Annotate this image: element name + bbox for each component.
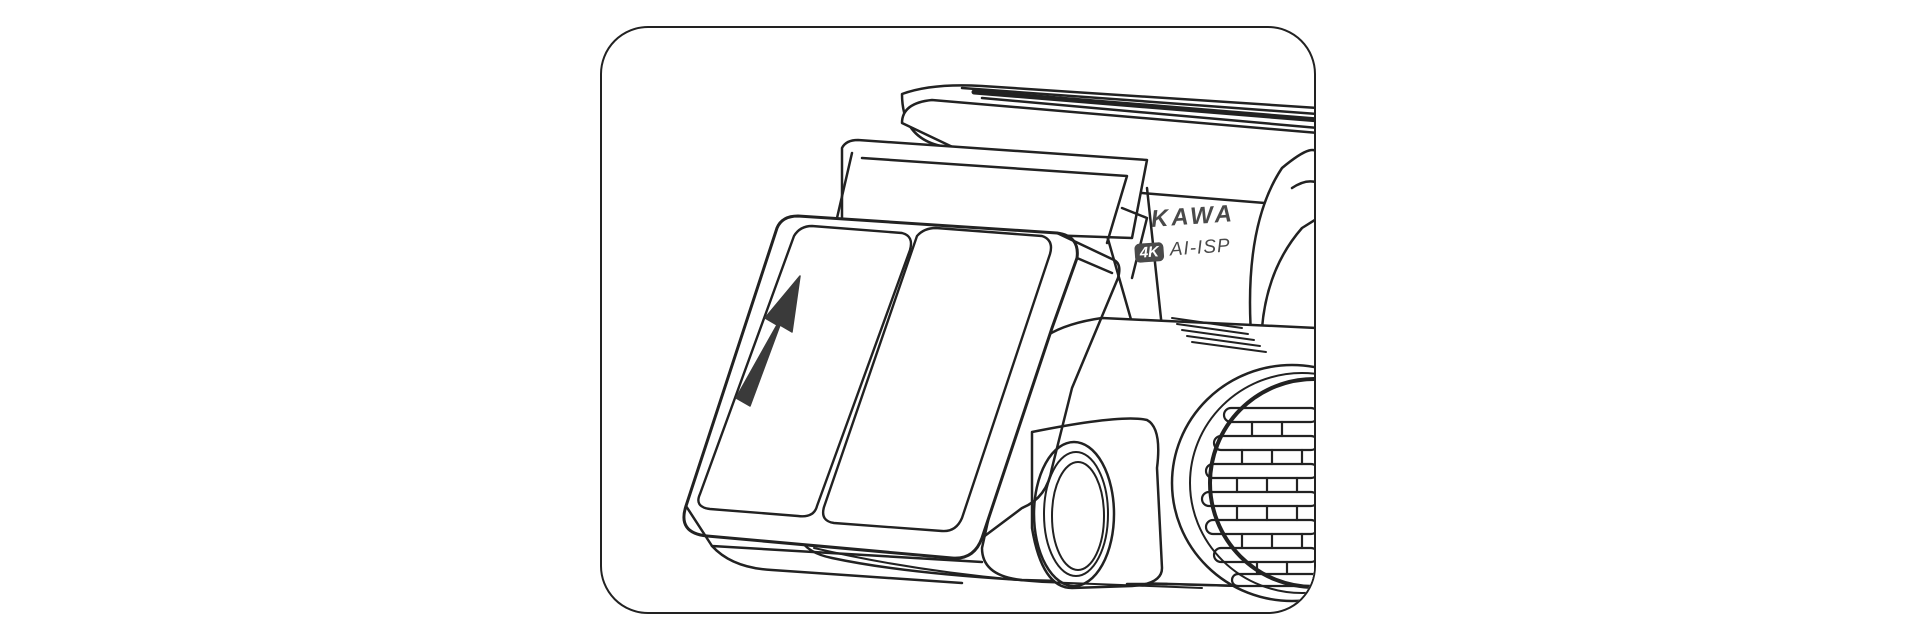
resolution-badge: 4K [1134,241,1165,263]
arrow-up-right-icon [735,275,801,407]
brand-logo-text: KAWA [1150,200,1236,233]
mount-card-pad-left [697,224,913,518]
mount-card-pad-right [821,226,1053,533]
lens-grid [1200,406,1314,588]
camera-top-ridge [960,86,1314,115]
mount-slot [840,138,1149,240]
small-lens-inner [1051,461,1105,571]
vent-slats [1171,317,1267,353]
dash-camera-icon [682,84,1314,603]
illustration-frame: KAWA 4K AI-ISP [600,26,1316,614]
small-lens-outer [1032,440,1116,588]
feature-label: AI-ISP [1169,235,1232,261]
